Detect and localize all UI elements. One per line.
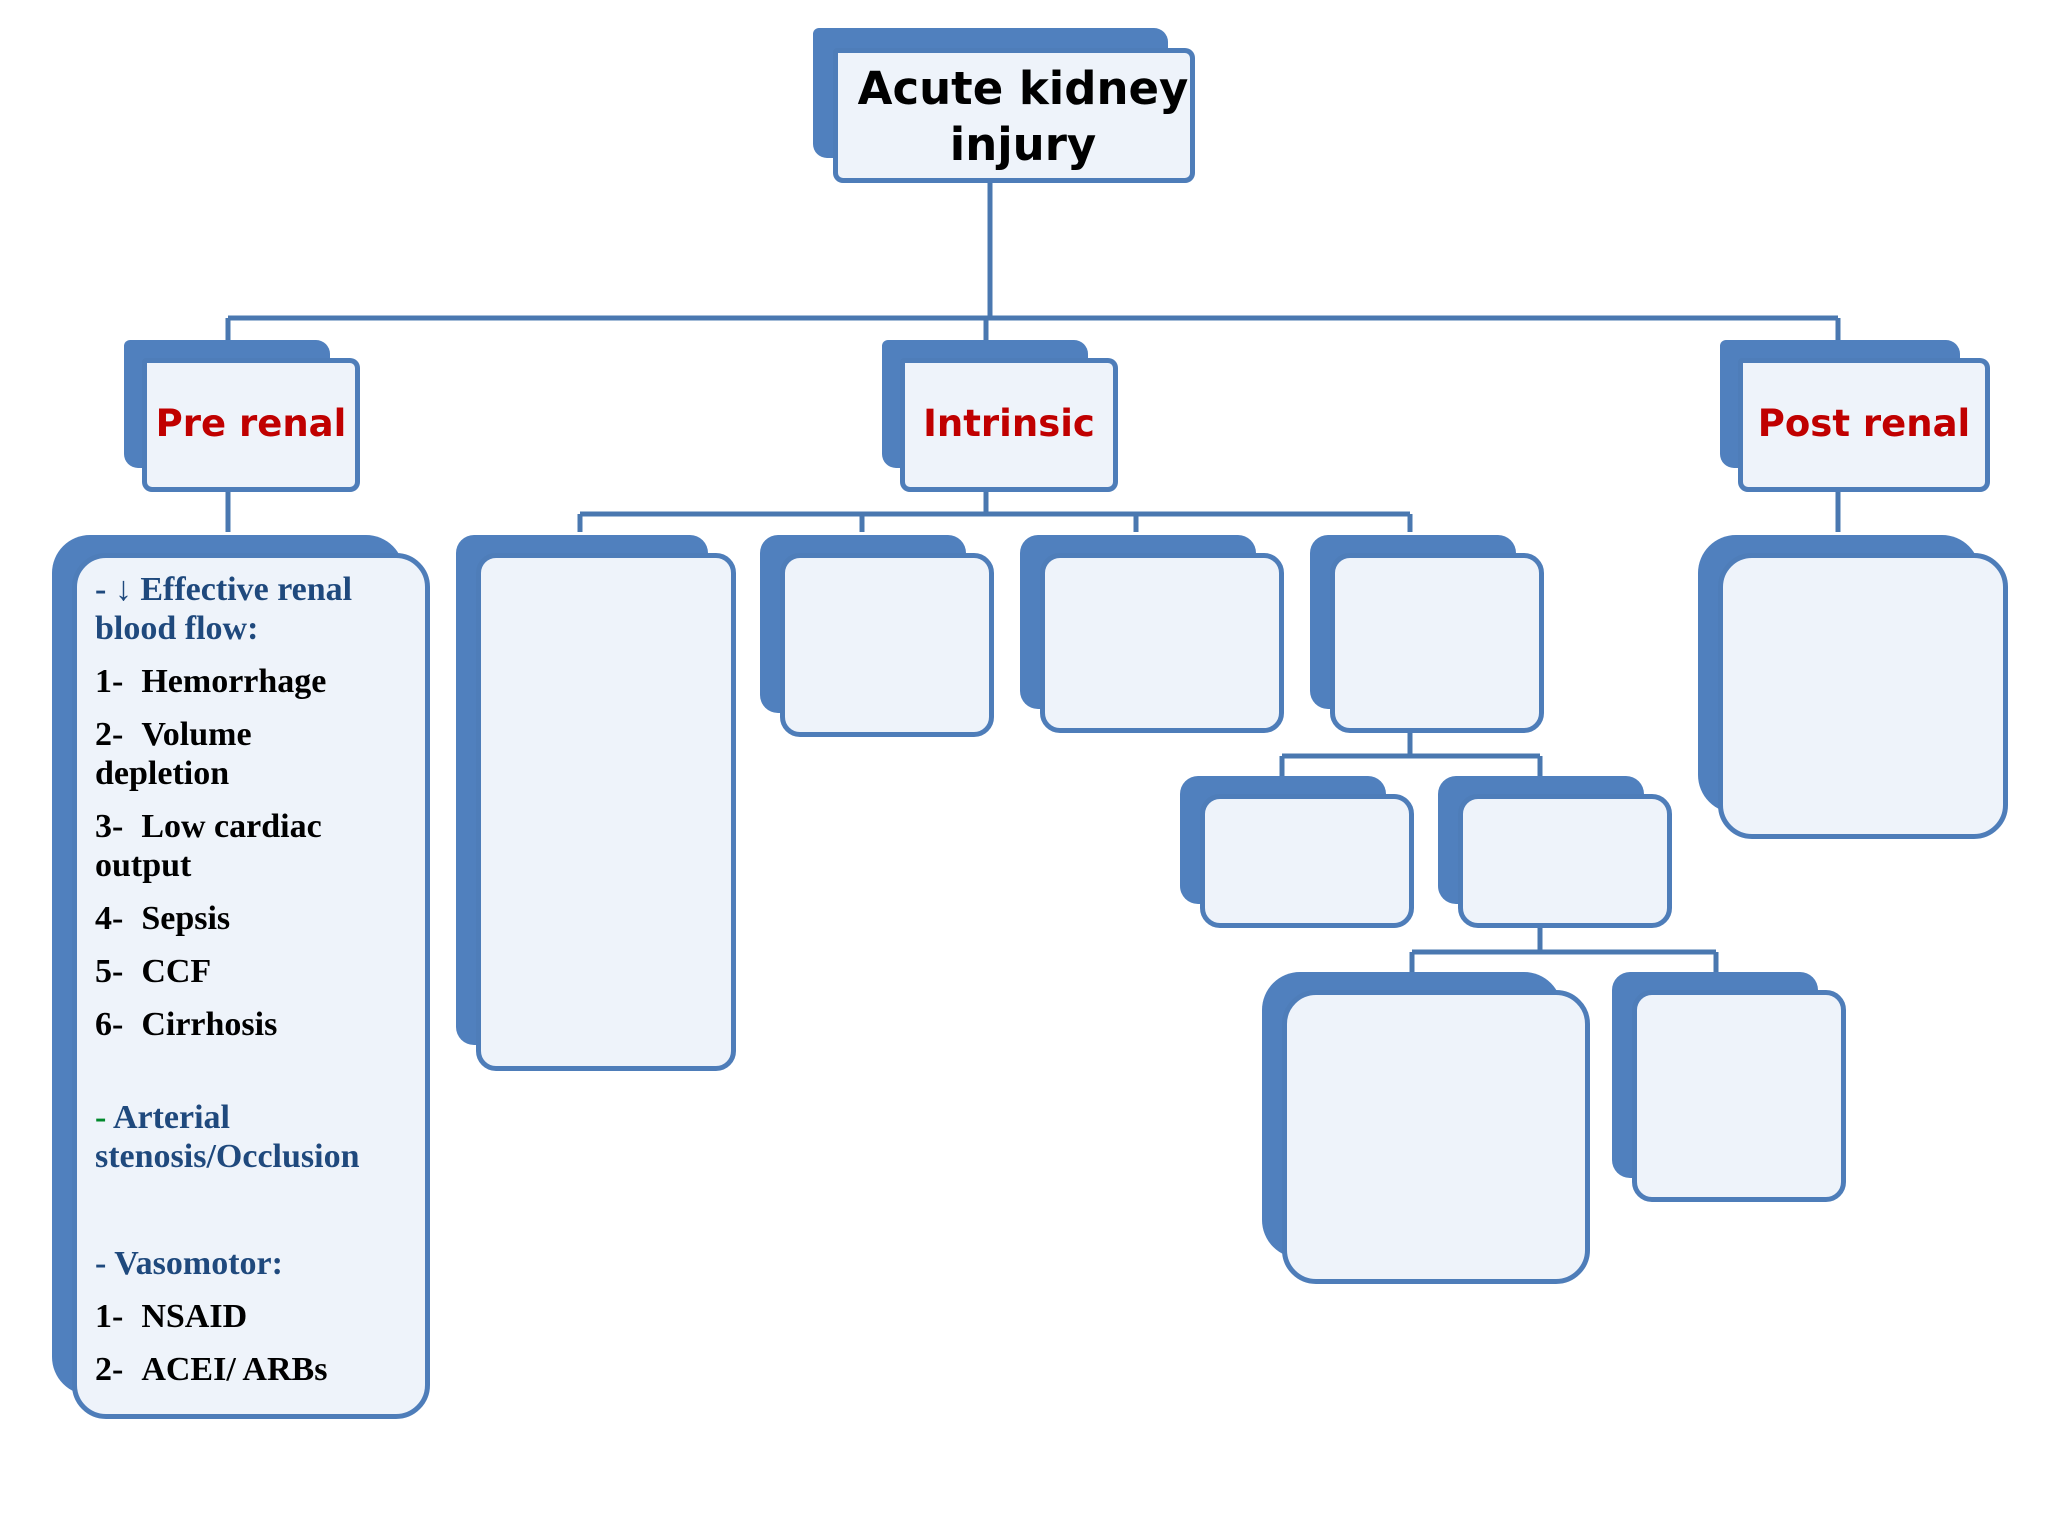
heading-2-line2: stenosis/Occlusion	[95, 1138, 360, 1175]
list-item: 3- Low cardiac output	[95, 807, 415, 885]
heading-2-dash: -	[95, 1099, 107, 1136]
pre-renal-box	[142, 358, 360, 492]
list-spacer	[95, 1176, 415, 1244]
list-item-number: 2-	[95, 716, 124, 753]
list-item: 2- Volume depletion	[95, 715, 415, 793]
pre-renal-label: Pre renal	[155, 401, 347, 445]
heading-effective-renal-blood-flow: - ↓ Effective renal blood flow:	[95, 570, 415, 648]
heading-1-line2: blood flow:	[95, 610, 259, 647]
intrinsic-child-2-frame	[780, 553, 994, 737]
sub-child-right-frame	[1458, 794, 1672, 928]
list-item-text: NSAID	[141, 1298, 248, 1335]
heading-1-dash: - ↓	[95, 571, 132, 608]
list-item-text-cont: output	[95, 847, 192, 884]
list-item-number: 2-	[95, 1351, 124, 1388]
post-renal-label: Post renal	[1757, 401, 1971, 445]
list-item-text: Cirrhosis	[141, 1006, 278, 1043]
heading-arterial-stenosis: - Arterial stenosis/Occlusion	[95, 1098, 415, 1176]
list-item-text: Hemorrhage	[141, 663, 327, 700]
list-item: 6- Cirrhosis	[95, 1005, 415, 1044]
list-item-text: Sepsis	[141, 900, 231, 937]
pre-renal-causes-frame	[72, 553, 430, 1419]
list-item-number: 3-	[95, 808, 124, 845]
intrinsic-box	[900, 358, 1118, 492]
list-item-text: Low cardiac	[141, 808, 322, 845]
list-item-number: 5-	[95, 953, 124, 990]
list-item: 1- Hemorrhage	[95, 662, 415, 701]
sub-child-left-frame	[1200, 794, 1414, 928]
list-item-number: 6-	[95, 1006, 124, 1043]
list-item-number: 4-	[95, 900, 124, 937]
list-item-text: Volume	[141, 716, 252, 753]
intrinsic-label: Intrinsic	[923, 401, 1095, 445]
leaf-left-frame	[1282, 990, 1590, 1284]
heading-2-line1: Arterial	[112, 1099, 230, 1136]
post-renal-causes-frame	[1718, 553, 2008, 839]
list-item: 2- ACEI/ ARBs	[95, 1350, 415, 1389]
root-label-line2: injury	[949, 118, 1097, 171]
root-node-label: Acute kidney injury	[853, 58, 1193, 176]
list-item-number: 1-	[95, 1298, 124, 1335]
leaf-right-frame	[1632, 990, 1846, 1202]
list-item-text-cont: depletion	[95, 755, 230, 792]
pre-renal-causes-list: - ↓ Effective renal blood flow: 1- Hemorr…	[95, 570, 415, 1389]
intrinsic-child-3-frame	[1040, 553, 1284, 733]
list-item: 5- CCF	[95, 952, 415, 991]
root-label-line1: Acute kidney	[857, 62, 1189, 115]
list-spacer	[95, 1044, 415, 1098]
heading-vasomotor: - Vasomotor:	[95, 1245, 283, 1282]
list-item-number: 1-	[95, 663, 124, 700]
intrinsic-child-1-frame	[476, 553, 736, 1071]
intrinsic-child-4-frame	[1330, 553, 1544, 733]
list-item: 4- Sepsis	[95, 899, 415, 938]
heading-1-line1: Effective renal	[140, 571, 353, 608]
list-item: 1- NSAID	[95, 1297, 415, 1336]
post-renal-box	[1738, 358, 1990, 492]
list-item-text: CCF	[141, 953, 212, 990]
root-node-box	[833, 48, 1195, 183]
list-item-text: ACEI/ ARBs	[141, 1351, 328, 1388]
